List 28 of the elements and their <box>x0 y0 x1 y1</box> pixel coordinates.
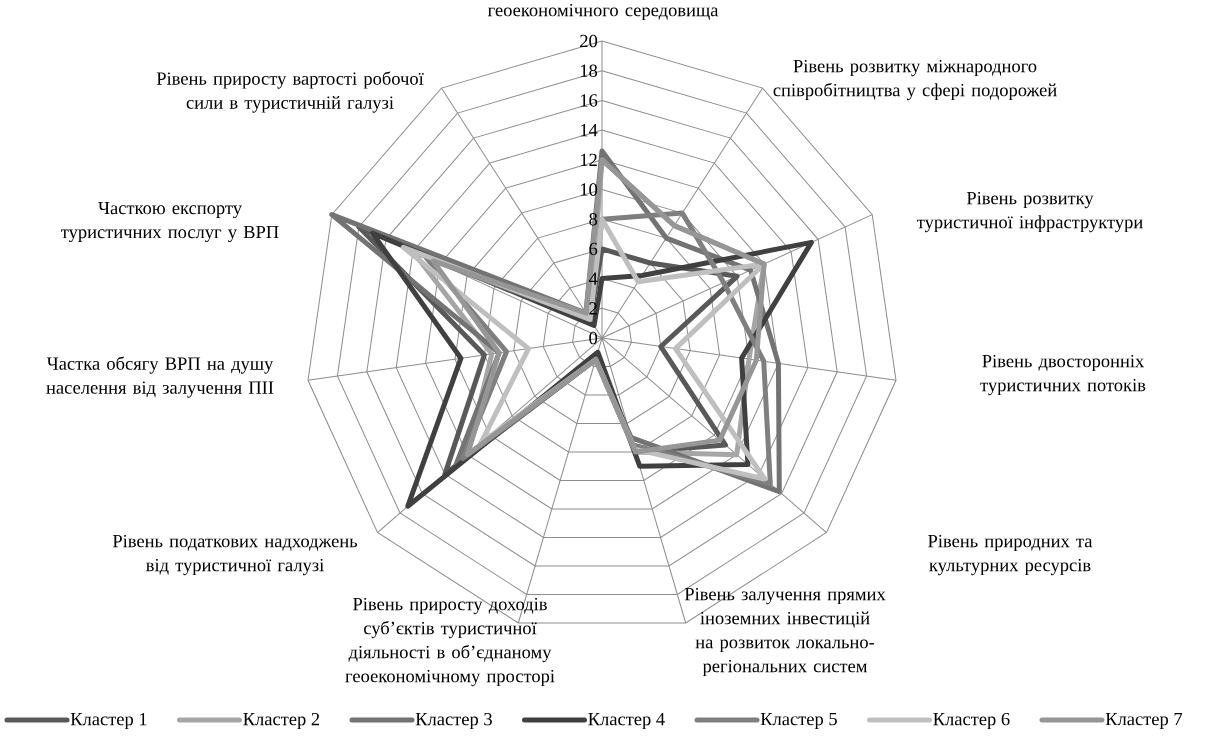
tick-label: 18 <box>580 64 598 77</box>
legend-item: Кластер 7 <box>1039 712 1183 730</box>
axis-label: Рівень податкових надходжень від туристичної галузі <box>112 534 358 576</box>
legend-item: Кластер 3 <box>349 712 492 730</box>
axis-label: Рівень залучення прямих іноземних інвестицій на розвиток локально-регіональних систем <box>684 587 886 677</box>
tick-label: 4 <box>588 272 598 285</box>
axis-label: Рівень розвитку туристичної інфраструктури <box>917 191 1143 233</box>
tick-label: 6 <box>589 242 598 256</box>
tick-label: 0 <box>589 331 598 345</box>
tick-label: 16 <box>580 94 598 107</box>
tick-label: 12 <box>580 153 597 166</box>
legend-item: Кластер 4 <box>522 712 665 730</box>
tick-label: 14 <box>580 124 598 137</box>
legend-item: Кластер 2 <box>177 712 320 730</box>
axis-label: Рівень приросту доходів суб’єктів туристичної діяльності в об’єднаному геоекономічному просторі <box>345 597 555 687</box>
legend-item: Кластер 6 <box>867 712 1010 730</box>
axis-label: Рівень двосторонніх туристичних потоків <box>980 354 1146 396</box>
tick-label: 20 <box>580 34 598 48</box>
legend-item: Кластер 1 <box>4 712 147 730</box>
axis-label: Частка обсягу ВРП на душу населення від залучення ПІІ <box>46 356 274 398</box>
axis-label: Часткою експорту туристичних послуг у ВРП <box>61 201 279 243</box>
axis-label: Рівень приросту вартості робочої сили в туристичній галузі <box>156 71 424 113</box>
tick-label: 10 <box>580 183 598 196</box>
axis-label: геоекономічного середовища <box>487 3 719 21</box>
axis-label: Рівень розвитку міжнародного співробітництва у сфері подорожей <box>773 59 1057 101</box>
tick-label: 8 <box>589 212 598 226</box>
legend-item: Кластер 5 <box>694 712 837 730</box>
axis-label: Рівень природних та культурних ресурсів <box>928 534 1093 576</box>
